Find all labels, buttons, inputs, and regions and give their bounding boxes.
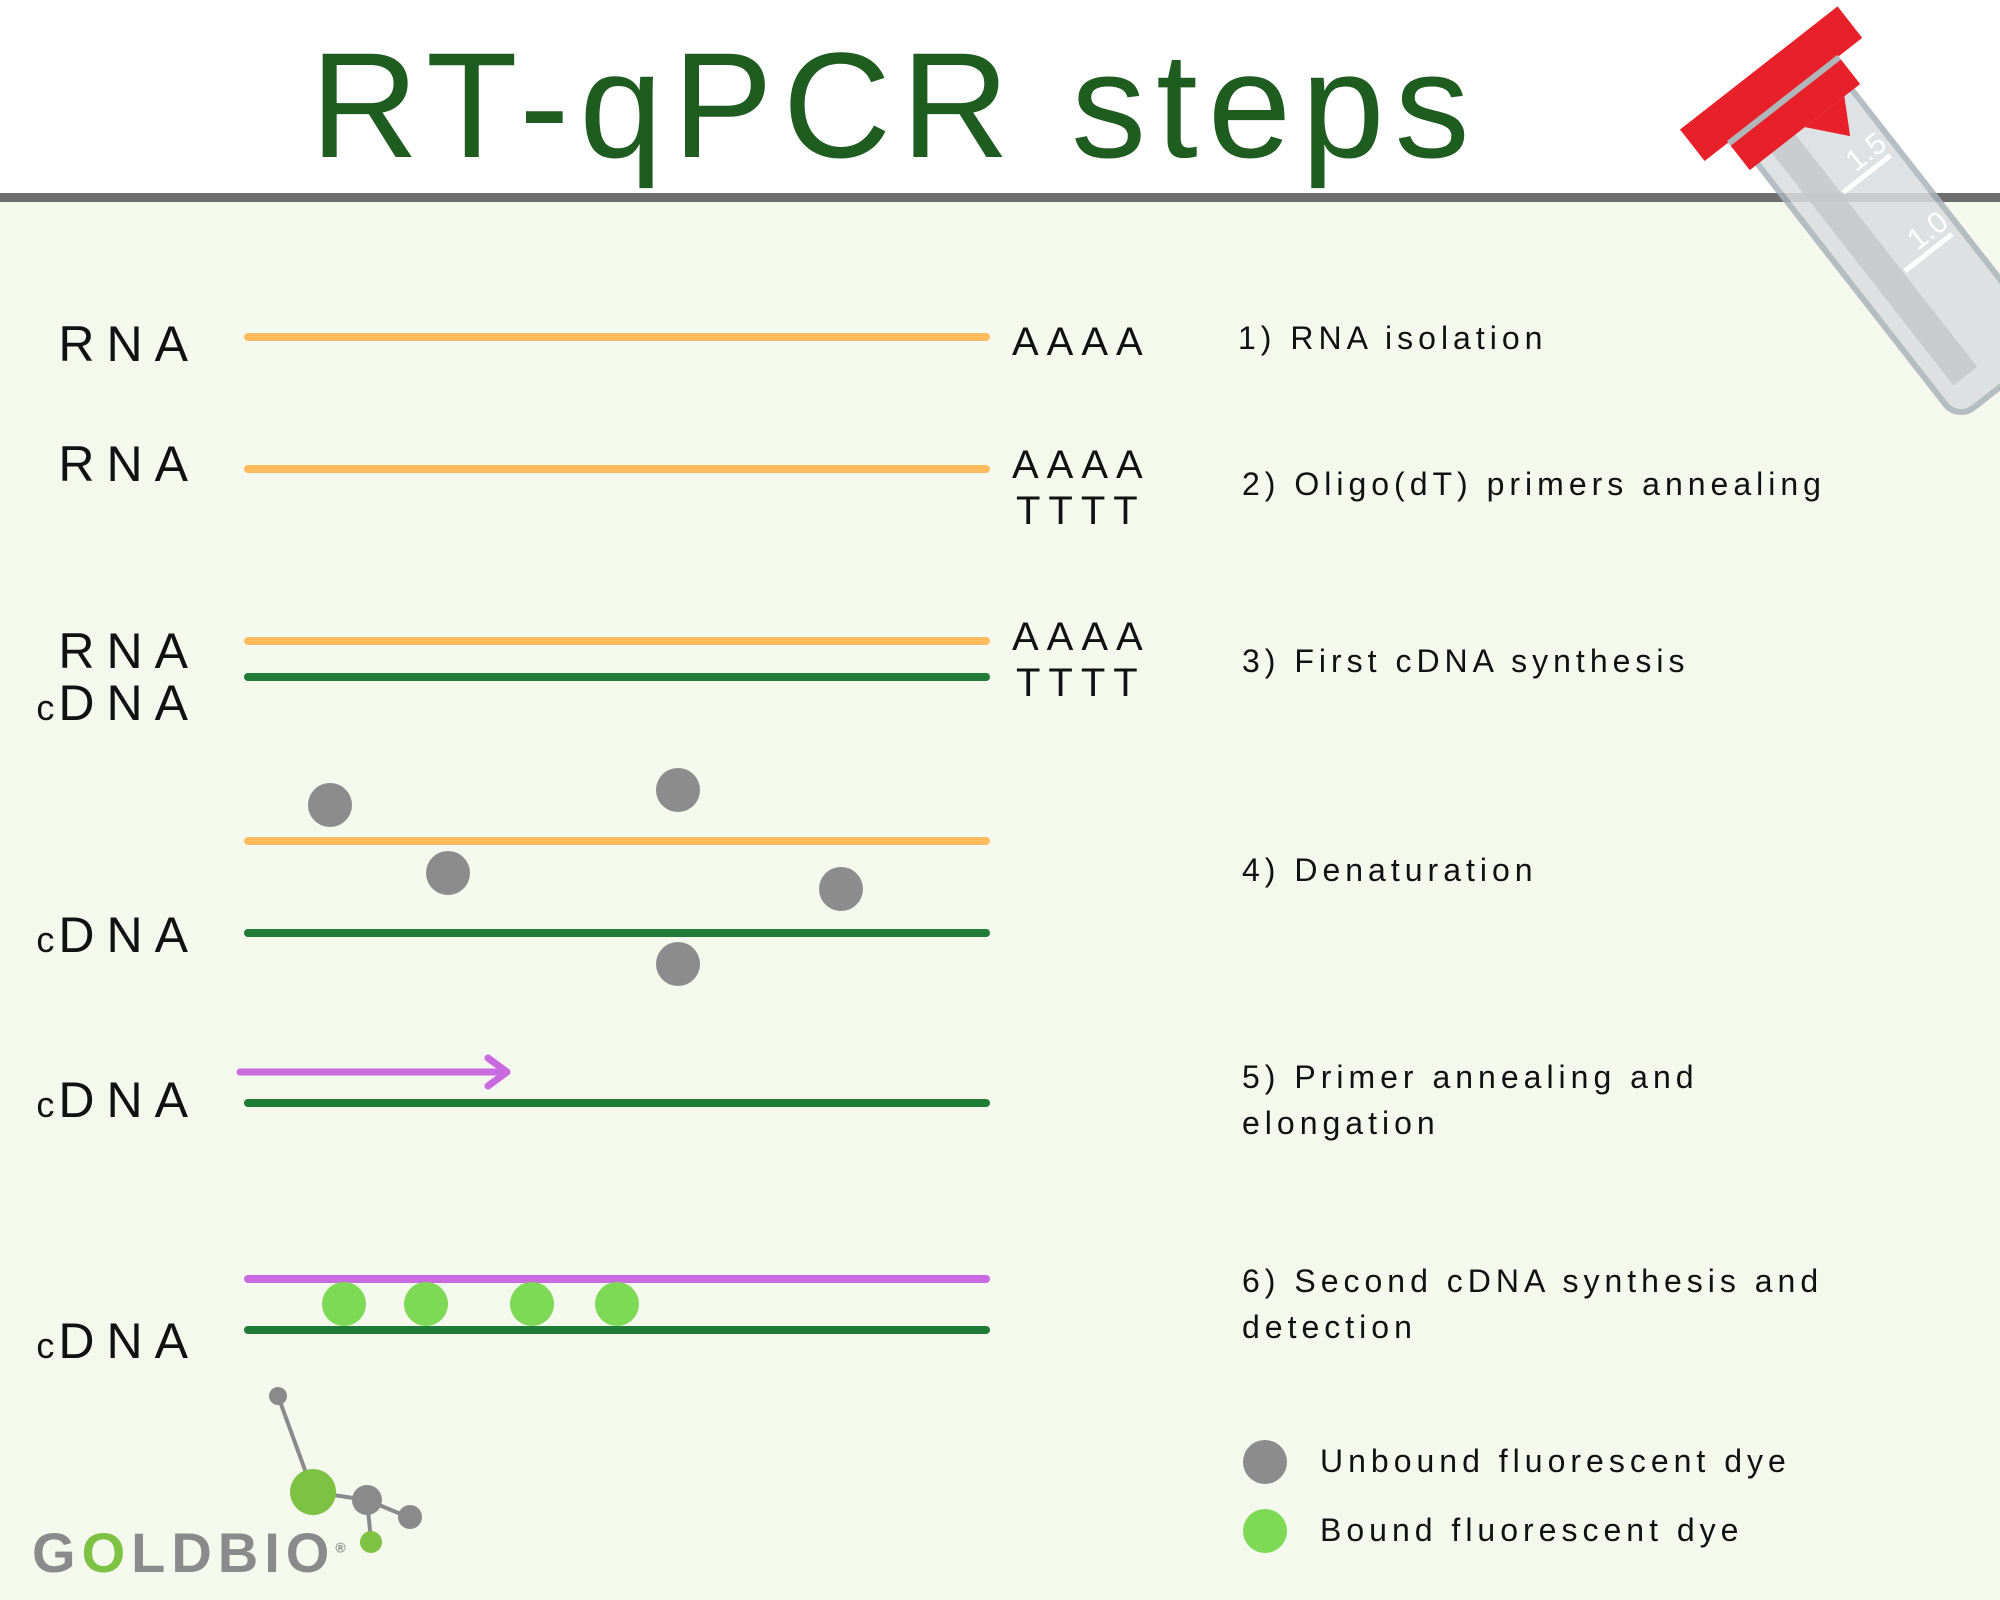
step-3-label: 3) First cDNA synthesis — [1242, 643, 1690, 679]
bound-dye-dot — [322, 1282, 366, 1326]
microcentrifuge-tube-icon: 1.5 1.0 — [1679, 6, 2000, 416]
unbound-dye-dot — [656, 942, 700, 986]
header-divider — [0, 193, 2000, 202]
legend-unbound-dot — [1243, 1440, 1287, 1484]
primer-arrow-head — [484, 1054, 511, 1090]
row5-cdna-label: cDNA — [36, 1072, 200, 1128]
unbound-dye-dot — [308, 783, 352, 827]
row1-strand-label: RNA — [58, 316, 200, 372]
row3-poly-a-tail: AAAA — [1012, 615, 1151, 659]
row2-poly-t-primer: TTTT — [1016, 489, 1146, 533]
unbound-dye-dot — [819, 867, 863, 911]
row3-poly-t-primer: TTTT — [1016, 661, 1146, 705]
legend-bound-label: Bound fluorescent dye — [1320, 1512, 1744, 1548]
step-2-label: 2) Oligo(dT) primers annealing — [1242, 466, 1826, 502]
bound-dye-dot — [595, 1282, 639, 1326]
row3-rna-label: RNA — [58, 623, 200, 679]
header-banner — [0, 0, 2000, 196]
legend-bound-dot — [1243, 1509, 1287, 1553]
row6-cdna-label: cDNA — [36, 1313, 200, 1369]
step-4-label: 4) Denaturation — [1242, 852, 1538, 888]
row2-poly-a-tail: AAAA — [1012, 443, 1151, 487]
bound-dye-dot — [404, 1282, 448, 1326]
row3-cdna-label: cDNA — [36, 675, 200, 731]
goldbio-logo: GOLDBIO® — [32, 1521, 352, 1584]
row2-strand-label: RNA — [58, 436, 200, 492]
step-1-label: 1) RNA isolation — [1238, 320, 1548, 356]
legend-unbound-label: Unbound fluorescent dye — [1320, 1443, 1791, 1479]
goldbio-molecule-icon — [269, 1387, 422, 1553]
page-title: RT-qPCR steps — [310, 21, 1480, 189]
row1-poly-a-tail: AAAA — [1012, 320, 1151, 364]
unbound-dye-dot — [656, 768, 700, 812]
unbound-dye-dot — [426, 851, 470, 895]
row4-cdna-label: cDNA — [36, 907, 200, 963]
bound-dye-dot — [510, 1282, 554, 1326]
